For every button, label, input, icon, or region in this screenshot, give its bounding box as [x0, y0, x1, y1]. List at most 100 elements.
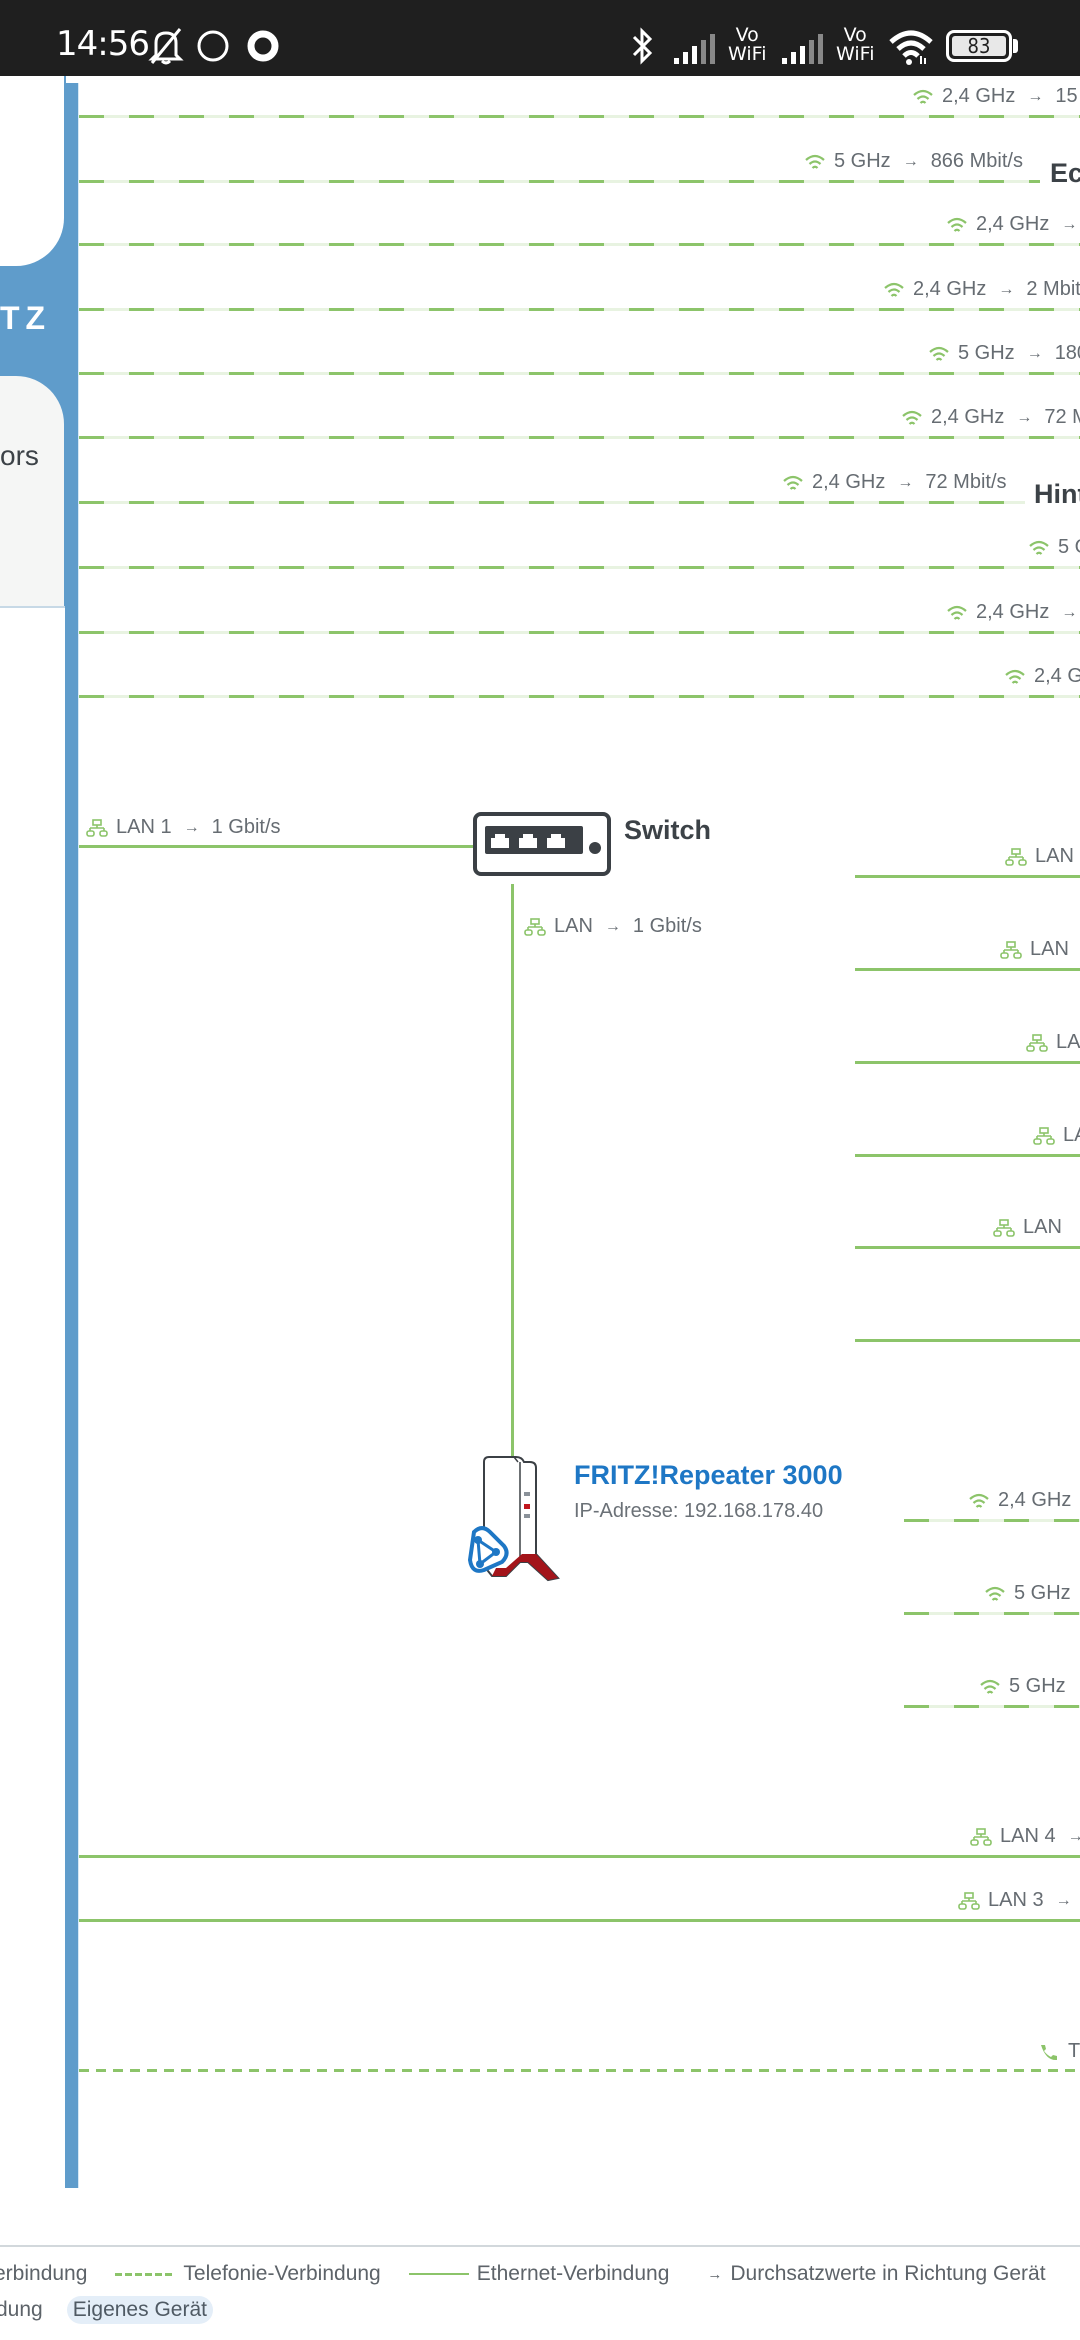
repeater-wifi-label: 5 GHz: [984, 1582, 1071, 1605]
wifi-connection-line: [79, 566, 1080, 569]
wifi-connection-line: [79, 372, 1080, 375]
wifi-connection-line: [79, 631, 1080, 634]
legend-throughput: →Durchsatzwerte in Richtung Gerät: [707, 2262, 1045, 2286]
client-device-name[interactable]: Hint: [1034, 479, 1080, 509]
repeater-device-icon[interactable]: [462, 1454, 562, 1590]
switch-uplink-label: LAN 1 → 1 Gbit/s: [86, 816, 281, 839]
lan-connection-label: LAN 4→: [970, 1825, 1080, 1848]
legend-ethernet: Ethernet-Verbindung: [408, 2262, 670, 2286]
throughput-arrow: →: [1061, 603, 1078, 621]
signal-icon: [782, 34, 823, 64]
switch-port-name: LA: [1063, 1124, 1080, 1146]
switch-downlink-port: LAN: [554, 915, 593, 937]
status-time: 14:56: [56, 24, 150, 64]
wifi-rate: 72 Mbit/s: [925, 471, 1007, 493]
lan-icon: [1000, 940, 1022, 959]
wifi-icon: [902, 410, 922, 425]
wifi-connection-label: 2,4 GHz→: [946, 213, 1080, 236]
switch-port-label: LAN: [1005, 845, 1074, 868]
wifi-icon: [884, 282, 904, 297]
nav-item-sensors-label[interactable]: ors: [0, 440, 39, 471]
switch-downlink-label: LAN → 1 Gbit/s: [524, 915, 702, 938]
throughput-arrow: →: [604, 917, 621, 935]
lan-icon: [970, 1827, 992, 1846]
switch-to-repeater-line: [511, 884, 514, 1456]
wifi-rate: 866 Mbit/s: [930, 150, 1023, 172]
lan-icon: [1005, 847, 1027, 866]
wifi-rate: 2 Mbit: [1026, 278, 1080, 300]
wifi-band: 2,4 GHz: [812, 471, 886, 493]
wifi-icon: [1029, 540, 1049, 555]
nav-divider: [0, 606, 66, 608]
switch-port-line: [855, 968, 1080, 971]
repeater-wifi-label: 5 GHz: [979, 1675, 1066, 1698]
battery-tip: [1013, 39, 1018, 53]
vowifi-indicator: Vo WiFi: [836, 26, 874, 64]
nav-item-sensors[interactable]: [0, 376, 64, 606]
repeater-wifi-line: [904, 1705, 1080, 1708]
wifi-rate: 180: [1054, 342, 1080, 364]
repeater-wifi-line: [904, 1519, 1080, 1522]
nav-item-previous[interactable]: [0, 76, 64, 266]
lan-connection-label: LAN 3→: [958, 1889, 1076, 1912]
legend-row2-text: dung: [0, 2298, 43, 2321]
wifi-icon: [805, 154, 825, 169]
repeater-name-link[interactable]: FRITZ!Repeater 3000: [574, 1460, 843, 1490]
battery-level: 83: [952, 36, 1006, 56]
switch-uplink-rate: 1 Gbit/s: [211, 816, 281, 838]
vowifi-vo: Vo: [843, 24, 867, 46]
circle-icon: [197, 30, 229, 62]
wifi-band: 2,4 GHz: [942, 85, 1016, 107]
legend-row-2: dung Eigenes Gerät: [0, 2296, 213, 2324]
wifi-connection-label: 5 GHz→866 Mbit/s: [804, 150, 1023, 173]
lan-connection-line: [79, 1919, 1080, 1922]
wifi-connection-line: [79, 501, 1025, 504]
wifi-icon: [889, 30, 933, 65]
vowifi-indicator: Vo WiFi: [728, 26, 766, 64]
wifi-icon: [947, 605, 967, 620]
switch-port-name: LAN: [1030, 938, 1069, 960]
switch-uplink-line: [79, 845, 475, 848]
throughput-arrow: →: [1055, 1891, 1072, 1909]
wifi-band: 5 GHz: [1009, 1675, 1066, 1697]
telephony-line: [79, 2069, 1080, 2072]
legend-wifi: erbindung: [0, 2262, 87, 2286]
vowifi-wifi: WiFi: [836, 43, 875, 65]
switch-port-line: [855, 1339, 1080, 1342]
vowifi-vo: Vo: [735, 24, 759, 46]
switch-name[interactable]: Switch: [624, 815, 712, 845]
battery-icon: 83: [946, 30, 1012, 62]
legend-telephony-swatch: [115, 2272, 176, 2276]
legend-divider: [0, 2245, 1080, 2247]
wifi-rate: 15: [1055, 85, 1078, 107]
wifi-connection-line: [79, 695, 1080, 698]
throughput-arrow: →: [897, 473, 914, 491]
signal-icon: [674, 34, 715, 64]
wifi-connection-label: 5 G: [1028, 536, 1080, 559]
switch-port-name: LAN: [1035, 845, 1074, 867]
throughput-arrow: →: [1067, 1827, 1080, 1845]
lan-icon: [993, 1218, 1015, 1237]
switch-port-label: LA: [1026, 1031, 1080, 1054]
wifi-connection-label: 2,4 GHz → 15: [912, 85, 1078, 108]
wifi-icon: [947, 217, 967, 232]
wifi-icon: [980, 1679, 1000, 1694]
wifi-band: 5 GHz: [1014, 1582, 1071, 1604]
throughput-arrow: →: [1027, 87, 1044, 105]
switch-port-name: LA: [1056, 1031, 1080, 1053]
client-device-name[interactable]: Ec: [1050, 158, 1080, 188]
phone-icon: [1041, 2044, 1057, 2060]
wifi-band: 2,4 G: [1034, 665, 1080, 687]
switch-icon[interactable]: [473, 812, 611, 876]
wifi-band: 5 G: [1058, 536, 1080, 558]
lan-icon: [86, 818, 108, 837]
wifi-icon: [1005, 669, 1025, 684]
mesh-icon: [467, 1526, 509, 1573]
throughput-arrow: →: [1026, 344, 1043, 362]
wifi-band: 2,4 GHz: [931, 406, 1005, 428]
wifi-connection-label: 5 GHz→180: [928, 342, 1080, 365]
nav-item-fritz-label[interactable]: TZ: [0, 300, 52, 336]
throughput-arrow: →: [998, 280, 1015, 298]
legend-ethernet-label: Ethernet-Verbindung: [476, 2262, 670, 2285]
wifi-band: 2,4 GHz: [976, 213, 1050, 235]
